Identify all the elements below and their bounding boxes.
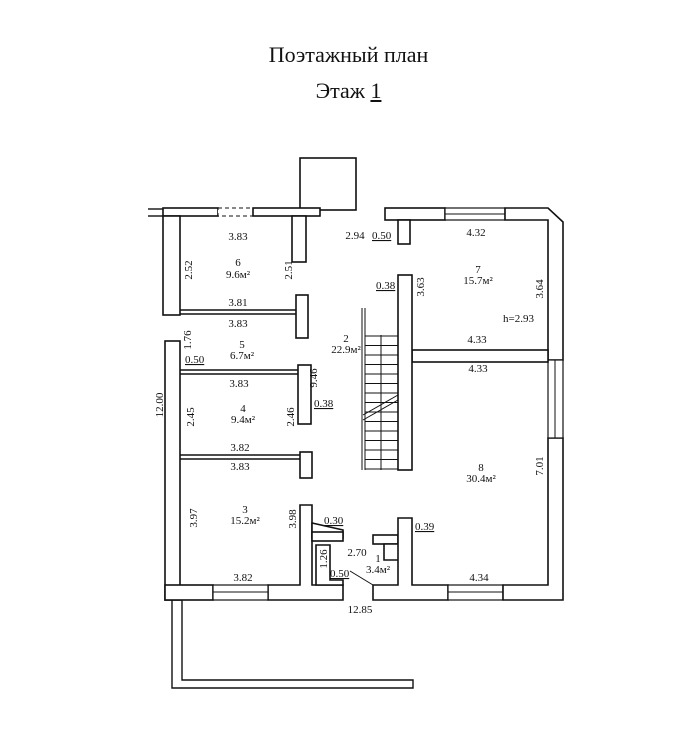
dim: 2.94 — [345, 230, 365, 242]
staircase — [361, 308, 399, 470]
dim: 2.70 — [347, 547, 367, 559]
dim: 3.81 — [228, 297, 247, 309]
room-3-area: 15.2м² — [230, 515, 260, 527]
door-swing — [349, 570, 374, 586]
dim: 3.82 — [233, 572, 252, 584]
room-7-area: 15.7м² — [463, 275, 493, 287]
room-6-number: 6 — [235, 257, 241, 269]
room-2-number: 2 — [343, 333, 349, 345]
dim: 4.33 — [467, 334, 487, 346]
floor-label: Этаж 1 — [0, 78, 697, 104]
dim: 9.46 — [308, 368, 320, 388]
dim: 3.98 — [287, 509, 299, 529]
dim: 0.39 — [415, 521, 435, 533]
dim: 0.38 — [314, 398, 334, 410]
room-6-area: 9.6м² — [226, 269, 251, 281]
wall — [162, 207, 219, 217]
wall — [372, 517, 449, 601]
wall — [372, 534, 399, 545]
dim: 3.83 — [228, 318, 248, 330]
dim: 0.38 — [376, 280, 396, 292]
dim: 0.50 — [372, 230, 392, 242]
plan-title: Поэтажный план — [268, 42, 429, 67]
room-8-number: 8 — [478, 462, 484, 474]
dim: 0.50 — [185, 354, 205, 366]
dim: 1.26 — [318, 549, 330, 569]
dim: 3.64 — [534, 279, 546, 299]
wall — [291, 215, 307, 263]
wall — [164, 584, 214, 601]
dim: 4.32 — [466, 227, 485, 239]
dim: 2.45 — [185, 407, 197, 427]
room-5-area: 6.7м² — [230, 350, 255, 362]
floor-word: Этаж — [315, 78, 365, 103]
ceiling-height: h=2.93 — [503, 313, 534, 325]
wall — [315, 544, 344, 586]
room-4-area: 9.4м² — [231, 414, 256, 426]
dim: 12.00 — [154, 392, 166, 417]
room-5-number: 5 — [239, 339, 245, 351]
dim: 4.34 — [469, 572, 489, 584]
room-1-area: 3.4м² — [366, 564, 391, 576]
room-1-number: 1 — [375, 553, 381, 565]
dim: 2.46 — [285, 407, 297, 427]
porch-bottom — [171, 600, 414, 689]
window — [217, 207, 254, 217]
stair-wall — [397, 274, 413, 471]
dim: 4.33 — [468, 363, 488, 375]
wall — [411, 349, 549, 363]
wall — [397, 219, 411, 245]
dim: 1.76 — [182, 330, 194, 350]
wall — [252, 207, 321, 217]
floor-number: 1 — [370, 78, 382, 103]
dim: 2.51 — [283, 260, 295, 279]
wall — [297, 364, 312, 425]
dim: 3.63 — [415, 277, 427, 297]
wall — [164, 340, 181, 601]
dim: 0.50 — [330, 568, 350, 580]
dim: 12.85 — [348, 604, 373, 616]
room-8-area: 30.4м² — [466, 473, 496, 485]
wall — [299, 451, 313, 479]
dim: 2.52 — [183, 260, 195, 279]
room-2-area: 22.9м² — [331, 344, 361, 356]
dim: 3.97 — [188, 508, 200, 528]
porch-top — [299, 157, 357, 211]
dim: 3.83 — [230, 461, 250, 473]
room-4-number: 4 — [240, 403, 246, 415]
wall — [502, 437, 564, 601]
wall — [311, 531, 344, 542]
dim: 3.83 — [229, 378, 249, 390]
dim: 7.01 — [534, 456, 546, 475]
dim: 3.82 — [230, 442, 249, 454]
wall — [384, 207, 446, 221]
wall — [295, 294, 309, 339]
dim: 0.30 — [324, 515, 344, 527]
room-3-number: 3 — [242, 504, 248, 516]
wall — [162, 215, 181, 316]
room-7-number: 7 — [475, 264, 481, 276]
dim: 3.83 — [228, 231, 248, 243]
